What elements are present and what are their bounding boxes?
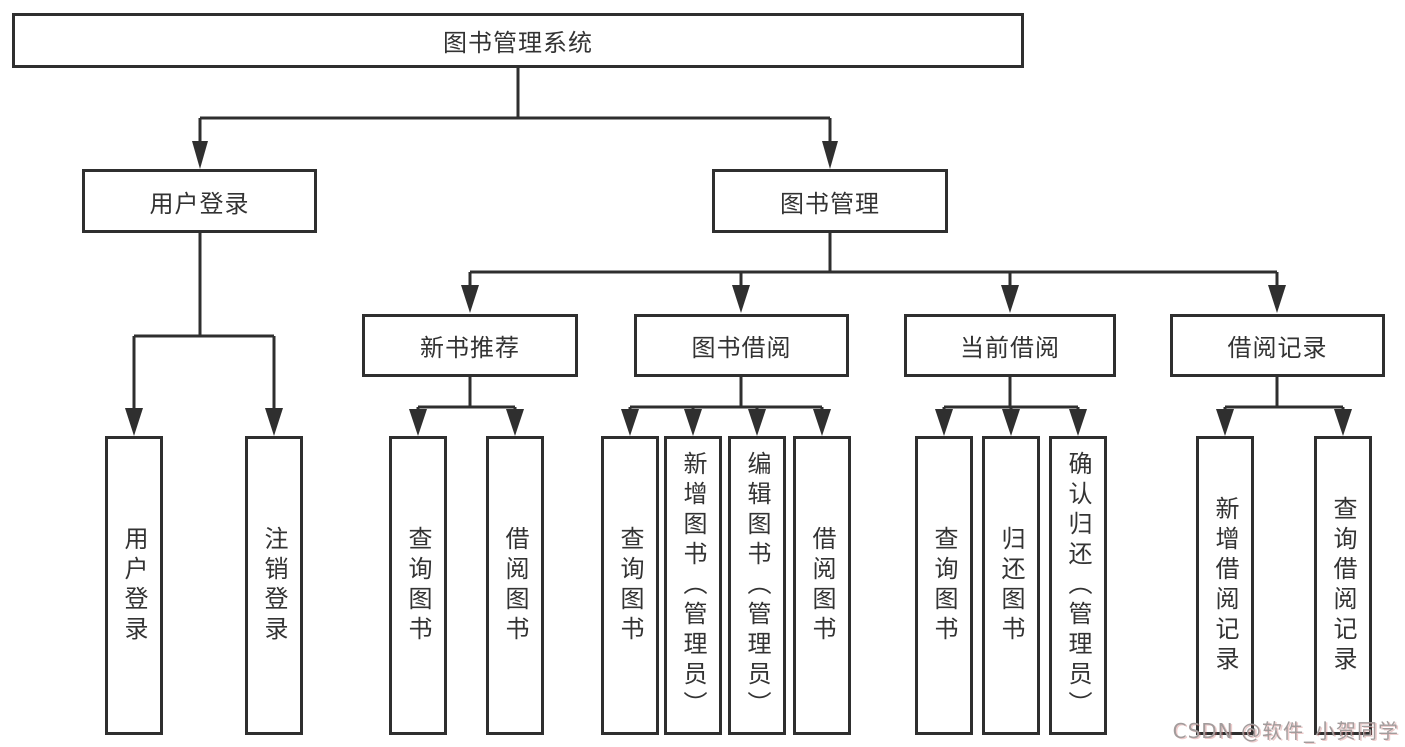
leaf-add-book-admin-label: 新增图书（管理员） — [679, 450, 707, 721]
node-book-borrow: 图书借阅 — [634, 314, 849, 377]
leaf-user-login: 用户登录 — [105, 436, 163, 735]
node-user-login-label: 用户登录 — [149, 189, 250, 218]
node-current-borrow-label: 当前借阅 — [960, 334, 1060, 362]
leaf-query-books-1: 查询图书 — [389, 436, 447, 735]
leaf-query-borrow-record: 查询借阅记录 — [1314, 436, 1372, 735]
node-borrow-records-label: 借阅记录 — [1227, 334, 1328, 362]
node-book-management-label: 图书管理 — [780, 189, 880, 218]
leaf-add-book-admin: 新增图书（管理员） — [664, 436, 722, 735]
leaf-add-borrow-record-label: 新增借阅记录 — [1211, 495, 1239, 676]
leaf-logout-label: 注销登录 — [260, 525, 288, 646]
leaf-query-books-3-label: 查询图书 — [930, 525, 958, 646]
leaf-borrow-books-2: 借阅图书 — [793, 436, 851, 735]
leaf-query-books-1-label: 查询图书 — [404, 525, 432, 646]
watermark: CSDN @软件_小贺同学 — [1172, 719, 1399, 743]
leaf-borrow-books-1-label: 借阅图书 — [501, 525, 529, 646]
leaf-logout: 注销登录 — [245, 436, 303, 735]
node-borrow-records: 借阅记录 — [1170, 314, 1385, 377]
leaf-return-books-label: 归还图书 — [997, 525, 1025, 646]
node-new-book-recommend-label: 新书推荐 — [420, 334, 520, 362]
leaf-query-borrow-record-label: 查询借阅记录 — [1329, 495, 1357, 676]
node-current-borrow: 当前借阅 — [904, 314, 1116, 377]
node-user-login: 用户登录 — [82, 169, 317, 233]
leaf-query-books-3: 查询图书 — [915, 436, 973, 735]
leaf-confirm-return-admin-label: 确认归还（管理员） — [1064, 450, 1092, 721]
leaf-borrow-books-2-label: 借阅图书 — [808, 525, 836, 646]
leaf-query-books-2: 查询图书 — [601, 436, 659, 735]
leaf-user-login-label: 用户登录 — [120, 525, 148, 646]
leaf-edit-book-admin: 编辑图书（管理员） — [728, 436, 786, 735]
leaf-borrow-books-1: 借阅图书 — [486, 436, 544, 735]
leaf-return-books: 归还图书 — [982, 436, 1040, 735]
node-library-system: 图书管理系统 — [12, 13, 1024, 68]
leaf-confirm-return-admin: 确认归还（管理员） — [1049, 436, 1107, 735]
leaf-add-borrow-record: 新增借阅记录 — [1196, 436, 1254, 735]
node-new-book-recommend: 新书推荐 — [362, 314, 578, 377]
node-book-borrow-label: 图书借阅 — [691, 334, 792, 362]
node-book-management: 图书管理 — [712, 169, 948, 233]
leaf-edit-book-admin-label: 编辑图书（管理员） — [743, 450, 771, 721]
leaf-query-books-2-label: 查询图书 — [616, 525, 644, 646]
node-library-system-label: 图书管理系统 — [443, 29, 593, 57]
